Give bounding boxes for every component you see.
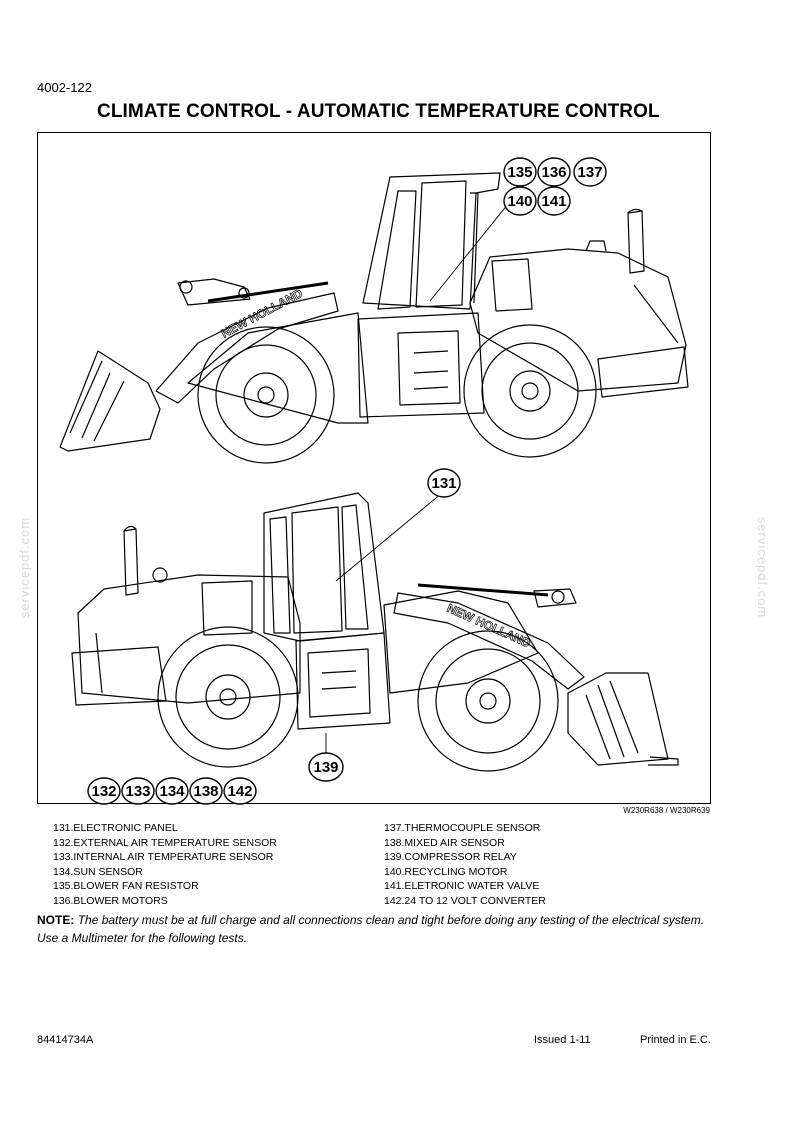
legend-item: 134.SUN SENSOR xyxy=(53,865,143,878)
svg-text:141: 141 xyxy=(541,193,566,210)
engine-hood-bottom xyxy=(77,574,301,704)
callout-132: 132 xyxy=(87,777,121,805)
engine-hood-top xyxy=(469,248,687,392)
legend-item: 138.MIXED AIR SENSOR xyxy=(384,836,505,849)
legend-item: 142.24 TO 12 VOLT CONVERTER xyxy=(384,894,546,907)
figure-reference: W230R638 / W230R639 xyxy=(623,806,710,815)
callout-134: 134 xyxy=(155,777,189,805)
legend-item: 136.BLOWER MOTORS xyxy=(53,894,168,907)
legend-item: 132.EXTERNAL AIR TEMPERATURE SENSOR xyxy=(53,836,277,849)
svg-text:131: 131 xyxy=(431,475,456,492)
note-label: NOTE: xyxy=(37,913,75,927)
bucket-bottom xyxy=(567,672,669,766)
loader-top-view xyxy=(59,172,689,464)
brand-label-bottom: NEW HOLLAND xyxy=(445,601,533,651)
lift-arm-bottom xyxy=(393,592,585,690)
bucket-top xyxy=(59,350,161,452)
svg-text:138: 138 xyxy=(193,783,218,800)
callout-137: 137 xyxy=(573,157,607,187)
callout-133: 133 xyxy=(121,777,155,805)
legend-right-column: 137.THERMOCOUPLE SENSOR 138.MIXED AIR SE… xyxy=(384,821,546,909)
svg-text:140: 140 xyxy=(507,193,532,210)
cab-top xyxy=(362,172,501,310)
legend-item: 137.THERMOCOUPLE SENSOR xyxy=(384,822,541,834)
svg-text:136: 136 xyxy=(541,164,566,181)
rear-wheel-top xyxy=(463,324,597,458)
svg-text:132: 132 xyxy=(91,783,116,800)
legend-item: 131.ELECTRONIC PANEL xyxy=(53,822,178,834)
loader-diagram: NEW HOLLAND NEW HOLLAND 135 136 137 140 xyxy=(59,157,689,805)
front-wheel-bottom xyxy=(417,630,559,772)
legend-item: 139.COMPRESSOR RELAY xyxy=(384,851,517,864)
callout-141: 141 xyxy=(537,186,571,216)
legend-item: 133.INTERNAL AIR TEMPERATURE SENSOR xyxy=(53,851,274,864)
svg-text:137: 137 xyxy=(577,164,602,181)
callout-135: 135 xyxy=(503,157,537,187)
note-text: The battery must be at full charge and a… xyxy=(37,913,705,945)
svg-text:134: 134 xyxy=(159,783,185,800)
rear-wheel-bottom xyxy=(157,626,299,768)
watermark-left: servicepdf.com xyxy=(17,516,33,619)
note-paragraph: NOTE: The battery must be at full charge… xyxy=(37,911,717,947)
callout-139: 139 xyxy=(308,752,344,782)
footer-printed: Printed in E.C. xyxy=(640,1034,711,1046)
svg-text:133: 133 xyxy=(125,783,150,800)
leader-line-top xyxy=(429,198,513,302)
loader-diagram-figure: NEW HOLLAND NEW HOLLAND 135 136 137 140 xyxy=(37,132,711,805)
lift-arm-top xyxy=(155,292,339,404)
callout-142: 142 xyxy=(223,777,257,805)
watermark-right: servicepdf.com xyxy=(755,516,771,619)
svg-text:142: 142 xyxy=(227,783,252,800)
callout-136: 136 xyxy=(537,157,571,187)
page-title: CLIMATE CONTROL - AUTOMATIC TEMPERATURE … xyxy=(97,101,660,122)
legend-item: 135.BLOWER FAN RESISTOR xyxy=(53,880,199,893)
footer-part-number: 84414734A xyxy=(37,1034,94,1046)
cab-bottom xyxy=(263,492,385,642)
callout-131: 131 xyxy=(427,468,461,498)
callout-140: 140 xyxy=(503,186,537,216)
document-code: 4002-122 xyxy=(37,80,92,95)
legend-left-column: 131.ELECTRONIC PANEL 132.EXTERNAL AIR TE… xyxy=(53,821,277,909)
footer-issued: Issued 1-11 xyxy=(534,1034,591,1046)
svg-text:139: 139 xyxy=(313,759,338,776)
legend-item: 140.RECYCLING MOTOR xyxy=(384,865,508,878)
callout-138: 138 xyxy=(189,777,223,805)
svg-text:135: 135 xyxy=(507,164,532,181)
leader-line-131 xyxy=(335,492,443,582)
legend-item: 141.ELETRONIC WATER VALVE xyxy=(384,880,540,893)
front-wheel-top xyxy=(197,326,335,464)
loader-bottom-view xyxy=(71,492,679,772)
